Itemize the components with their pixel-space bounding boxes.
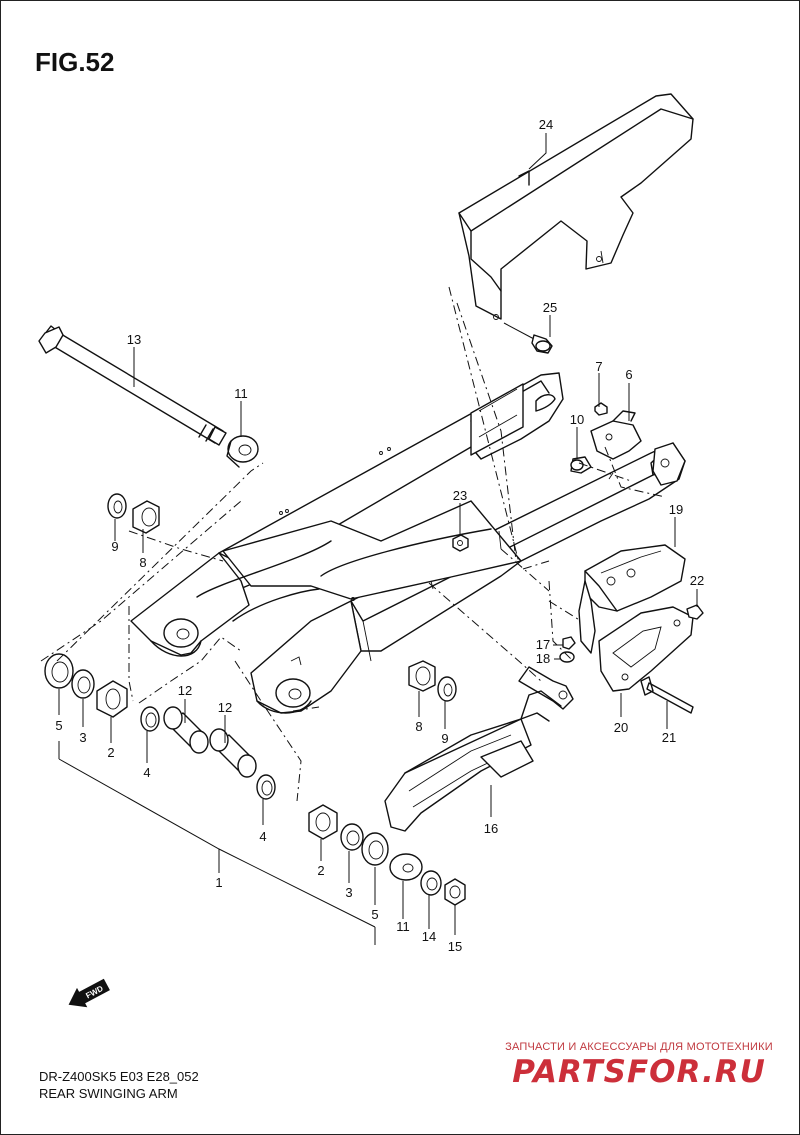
chain-slider (384, 666, 574, 832)
callout-19: 19 (669, 502, 683, 517)
callout-9-left: 9 (111, 539, 118, 554)
left-pivot-stack (44, 653, 276, 800)
callout-7: 7 (595, 359, 602, 374)
callout-leaders (58, 133, 698, 945)
chain-adjuster-group (578, 544, 704, 714)
forward-arrow-icon: FWD (68, 978, 110, 1008)
callout-2-left: 2 (107, 745, 114, 760)
callout-5-left: 5 (55, 718, 62, 733)
seal-and-bearing-right (408, 660, 457, 702)
callout-14: 14 (422, 929, 436, 944)
swing-arm-body (130, 372, 686, 714)
callout-20: 20 (614, 720, 628, 735)
pivot-collars (163, 706, 257, 778)
callout-12-left: 12 (178, 683, 192, 698)
chain-case-bolt (503, 322, 553, 354)
callout-11-upper: 11 (234, 386, 248, 401)
callout-8-left: 8 (139, 555, 146, 570)
figure-footer: DR-Z400SK5 E03 E28_052 REAR SWINGING ARM (39, 1068, 199, 1102)
watermark-caption: ЗАПЧАСТИ И АКСЕССУАРЫ ДЛЯ МОТОТЕХНИКИ (505, 1041, 773, 1053)
callout-4-right: 4 (259, 829, 266, 844)
watermark: ЗАПЧАСТИ И АКСЕССУАРЫ ДЛЯ МОТОТЕХНИКИ PA… (491, 1041, 787, 1090)
pivot-shaft (38, 325, 227, 446)
callout-25: 25 (543, 300, 557, 315)
callout-3-right: 3 (345, 885, 352, 900)
model-code: DR-Z400SK5 E03 E28_052 (39, 1069, 199, 1084)
upper-bracket-hardware (570, 402, 686, 486)
callout-10: 10 (570, 412, 584, 427)
callout-15: 15 (448, 939, 462, 954)
callout-16: 16 (484, 821, 498, 836)
callout-17: 17 (536, 637, 550, 652)
callout-5-right: 5 (371, 907, 378, 922)
callout-12-right: 12 (218, 700, 232, 715)
callout-1: 1 (215, 875, 222, 890)
alignment-lines (40, 286, 666, 802)
right-pivot-stack (308, 804, 466, 906)
callout-labels: 24 25 13 11 7 6 10 9 8 23 19 22 17 18 12… (55, 117, 704, 954)
watermark-logo: PARTSFOR.RU (512, 1054, 766, 1090)
callout-24: 24 (539, 117, 553, 132)
washer-upper (226, 435, 259, 468)
callout-3-left: 3 (79, 730, 86, 745)
callout-22: 22 (690, 573, 704, 588)
callout-11-lower: 11 (396, 919, 410, 934)
seal-and-bearing-left (107, 493, 160, 534)
figure-caption: REAR SWINGING ARM (39, 1086, 178, 1101)
callout-9-right: 9 (441, 731, 448, 746)
callout-23: 23 (453, 488, 467, 503)
callout-6: 6 (625, 367, 632, 382)
callout-8-right: 8 (415, 719, 422, 734)
callout-21: 21 (662, 730, 676, 745)
small-nut (452, 534, 469, 552)
callout-4-left: 4 (143, 765, 150, 780)
figure-title: FIG.52 (35, 47, 115, 77)
callout-2-right: 2 (317, 863, 324, 878)
callout-13: 13 (127, 332, 141, 347)
chain-case (458, 93, 694, 320)
screw-and-washer (559, 636, 576, 663)
callout-18: 18 (536, 651, 550, 666)
